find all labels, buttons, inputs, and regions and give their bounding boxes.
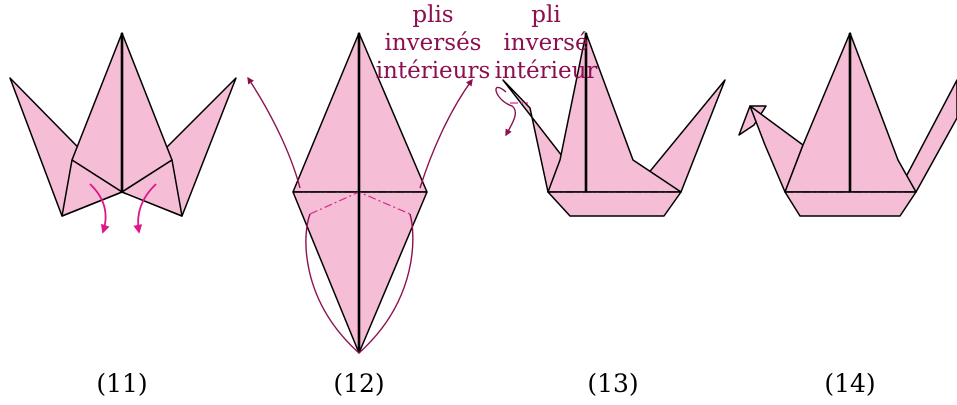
step-13-figure: pli inversé intérieur bbox=[495, 2, 726, 217]
step-label-12: (12) bbox=[333, 369, 384, 398]
step-14-body-lower bbox=[784, 191, 917, 217]
step-12-right-lower-curve bbox=[358, 213, 414, 354]
step-12-label-line-3: intérieurs bbox=[376, 58, 491, 84]
step-11-left-wing bbox=[61, 159, 123, 217]
step-12-label-line-2: inversés bbox=[385, 30, 482, 56]
step-13-label-line-1: pli bbox=[531, 2, 560, 28]
step-11-arrow-left-icon bbox=[89, 183, 110, 234]
step-12-label-line-1: plis bbox=[412, 2, 453, 28]
step-12-arrow-left-icon bbox=[247, 76, 301, 189]
step-11-arrow-right-icon bbox=[133, 183, 157, 234]
step-13-loop-arrow-icon bbox=[495, 86, 516, 137]
step-12-left-lower-curve bbox=[305, 213, 360, 354]
step-12-arrow-right-icon bbox=[419, 78, 473, 189]
step-label-11: (11) bbox=[96, 369, 147, 398]
step-label-13: (13) bbox=[587, 369, 638, 398]
step-12-figure: plis inversés intérieurs bbox=[247, 2, 491, 354]
step-14-figure bbox=[738, 32, 957, 217]
step-13-body-lower bbox=[547, 191, 682, 217]
step-13-label-line-2: inversé bbox=[503, 30, 588, 56]
step-label-14: (14) bbox=[824, 369, 875, 398]
step-11-figure bbox=[9, 32, 237, 234]
step-13-label-line-3: intérieur bbox=[495, 58, 598, 84]
